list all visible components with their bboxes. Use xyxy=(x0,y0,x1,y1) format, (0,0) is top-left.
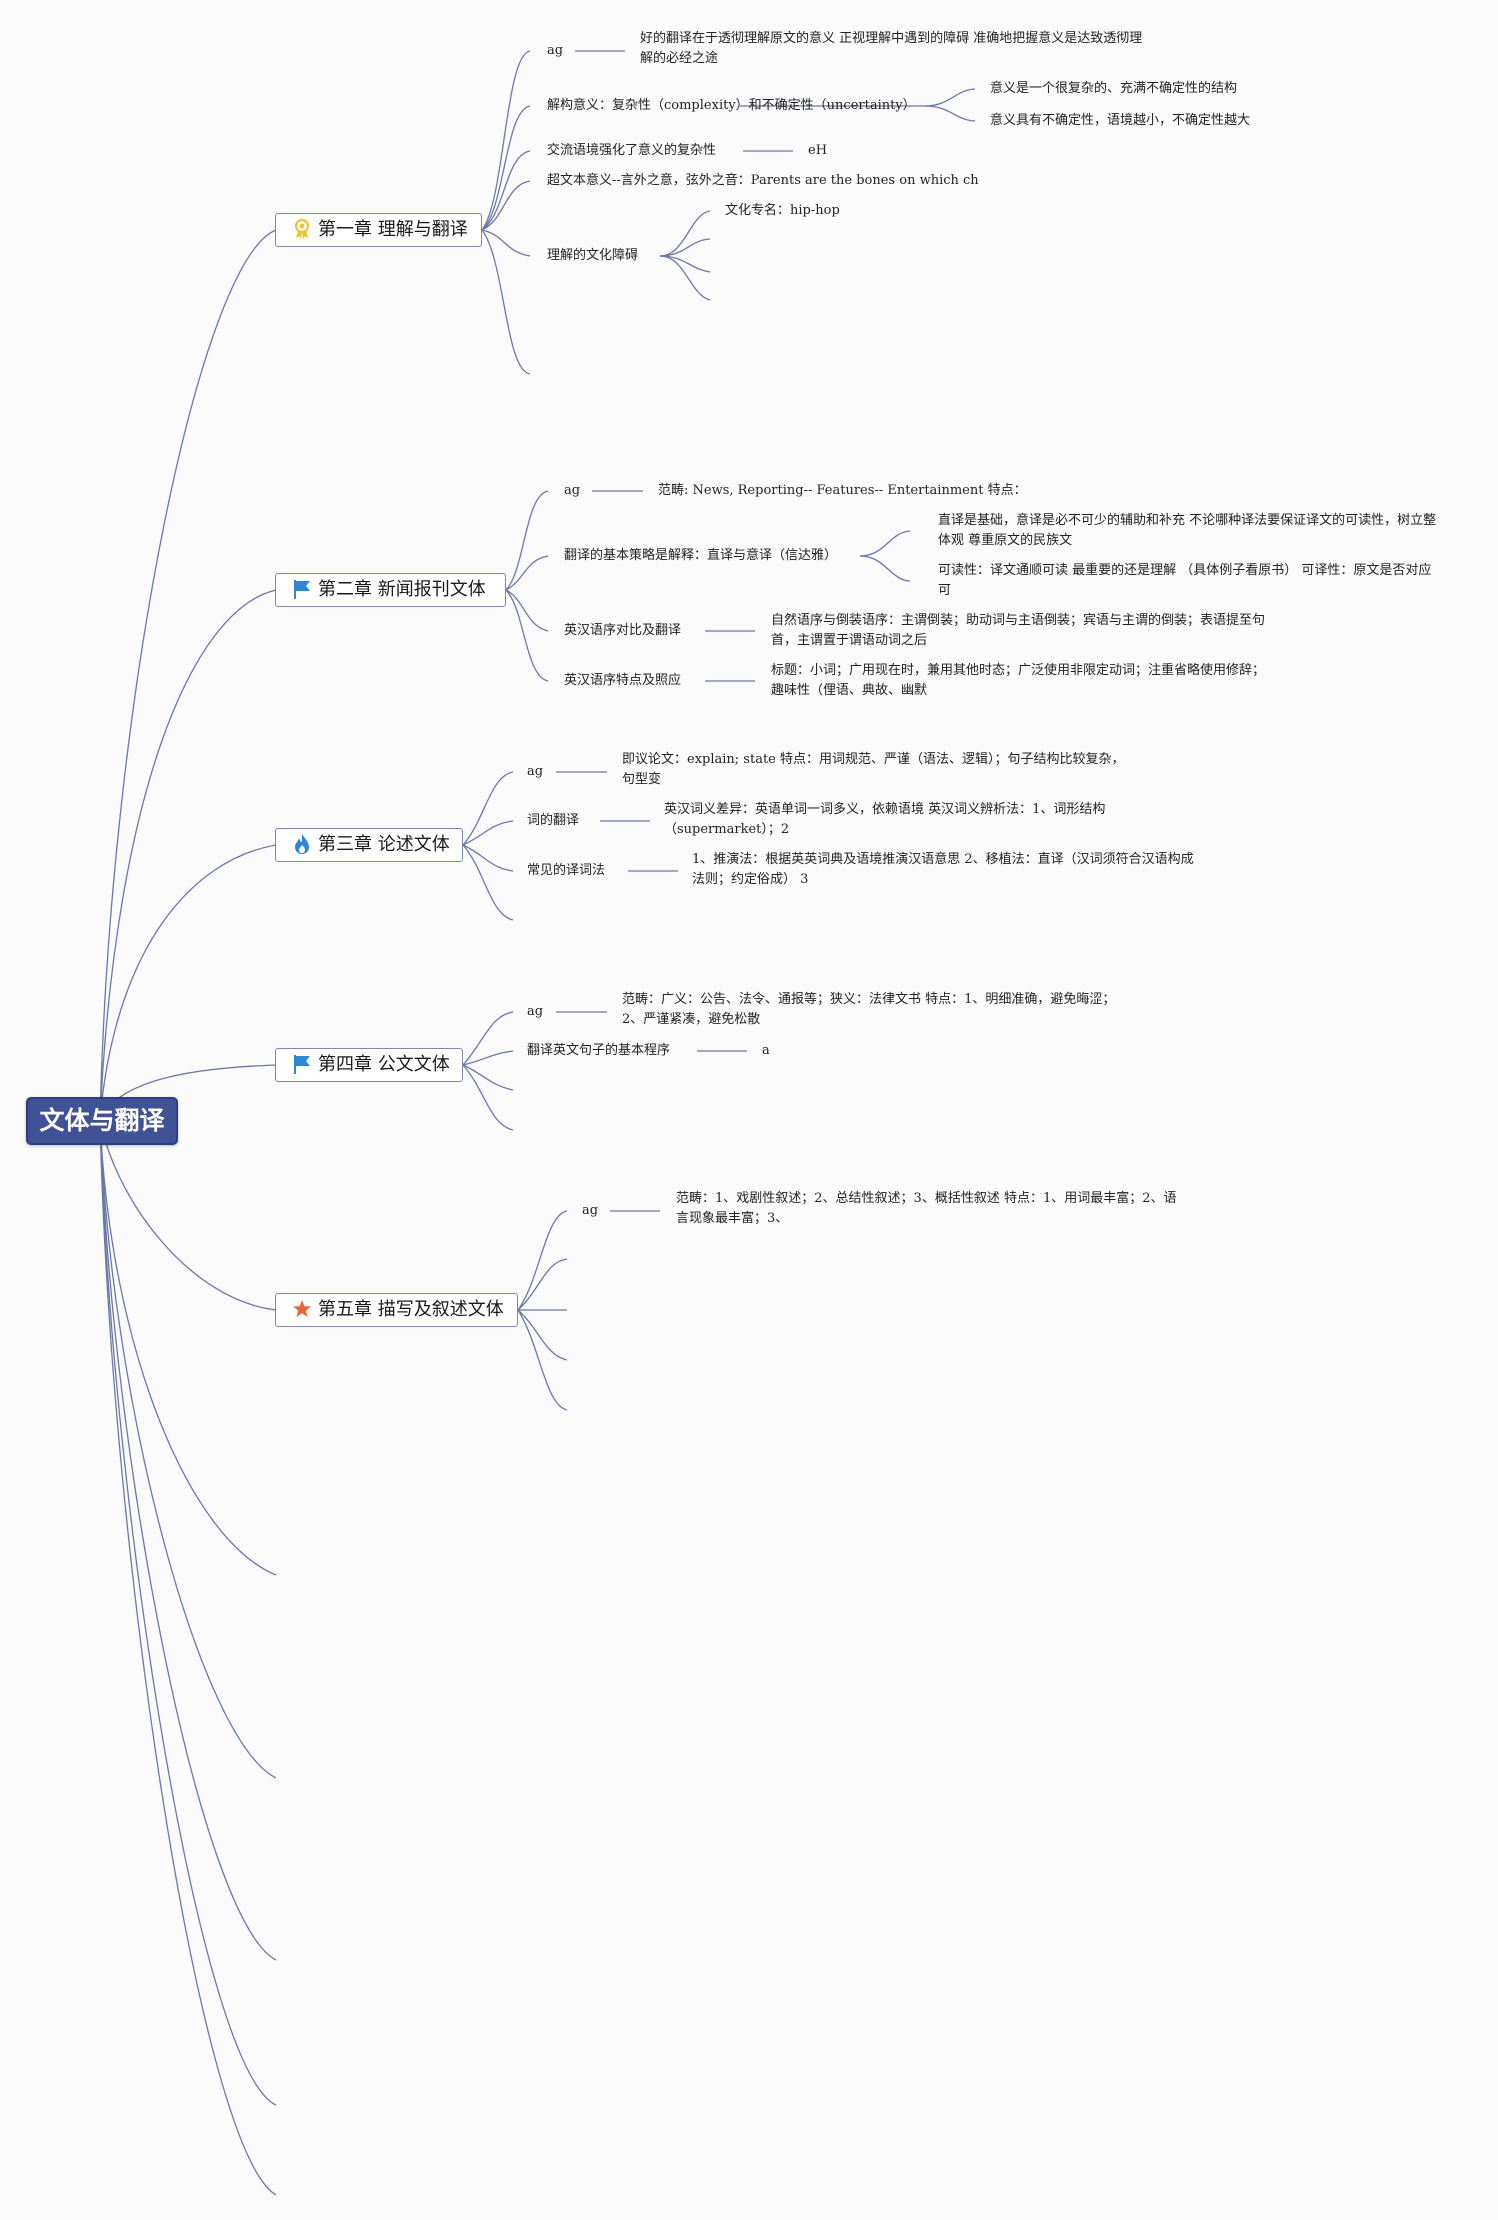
flag-icon xyxy=(292,578,312,600)
ch2-strategy[interactable]: 翻译的基本策略是解释：直译与意译（信达雅） xyxy=(564,548,838,563)
chapter-1-title: 第一章 理解与翻译 xyxy=(318,219,468,240)
ch5-ag[interactable]: ag xyxy=(582,1203,599,1218)
ch1-deconstruct-detail-2[interactable]: 意义具有不确定性，语境越小，不确定性越大 xyxy=(990,113,1251,128)
chapter-4-topic[interactable]: 第四章 公文文体 xyxy=(275,1048,463,1082)
ch2-word-order[interactable]: 英汉语序对比及翻译 xyxy=(564,623,682,638)
ch4-ag-detail[interactable]: 范畴：广义：公告、法令、通报等；狭义：法律文书 特点：1、明细准确，避免晦涩；2… xyxy=(622,992,1116,1027)
ch1-cultural-barrier[interactable]: 理解的文化障碍 xyxy=(547,248,639,263)
ch1-cultural-detail-1[interactable]: 文化专名：hip-hop xyxy=(725,203,840,218)
chapter-4-title: 第四章 公文文体 xyxy=(318,1054,450,1075)
ch3-ag-detail[interactable]: 即议论文：explain; state 特点：用词规范、严谨（语法、逻辑）；句子… xyxy=(622,752,1125,787)
star-icon xyxy=(292,1298,312,1320)
chapter-2-topic[interactable]: 第二章 新闻报刊文体 xyxy=(275,573,506,607)
ch1-hypertext-meaning[interactable]: 超文本意义--言外之意，弦外之音：Parents are the bones o… xyxy=(547,173,979,188)
ch4-procedure-detail[interactable]: a xyxy=(762,1043,770,1058)
ch5-ag-detail[interactable]: 范畴：1、戏剧性叙述；2、总结性叙述；3、概括性叙述 特点：1、用词最丰富；2、… xyxy=(676,1191,1177,1226)
ch2-strategy-detail-2[interactable]: 可读性：译文通顺可读 最重要的还是理解 （具体例子看原书） 可译性：原文是否对应… xyxy=(938,563,1432,598)
ch3-word-translation[interactable]: 词的翻译 xyxy=(527,813,580,828)
ch1-context[interactable]: 交流语境强化了意义的复杂性 xyxy=(547,143,717,158)
award-ribbon-icon xyxy=(292,218,312,240)
ch3-ag[interactable]: ag xyxy=(527,764,544,779)
ch1-context-detail[interactable]: eH xyxy=(808,143,828,158)
chapter-3-topic[interactable]: 第三章 论述文体 xyxy=(275,828,463,862)
chapter-5-topic[interactable]: 第五章 描写及叙述文体 xyxy=(275,1293,518,1327)
ch4-ag[interactable]: ag xyxy=(527,1004,544,1019)
ch1-deconstruct-detail-1[interactable]: 意义是一个很复杂的、充满不确定性的结构 xyxy=(990,81,1238,96)
ch2-ag-detail[interactable]: 范畴: News, Reporting-- Features-- Enterta… xyxy=(658,483,1027,498)
ch4-procedure[interactable]: 翻译英文句子的基本程序 xyxy=(527,1043,671,1058)
chapter-3-title: 第三章 论述文体 xyxy=(318,834,450,855)
ch1-ag-detail[interactable]: 好的翻译在于透彻理解原文的意义 正视理解中遇到的障碍 准确地把握意义是达致透彻理… xyxy=(640,31,1143,66)
ch2-features-detail[interactable]: 标题：小词；广用现在时，兼用其他时态；广泛使用非限定动词；注重省略使用修辞；趣味… xyxy=(771,663,1266,698)
ch1-ag[interactable]: ag xyxy=(547,43,564,58)
ch3-common-methods[interactable]: 常见的译词法 xyxy=(527,863,606,878)
flame-icon xyxy=(292,833,312,855)
ch2-strategy-detail-1[interactable]: 直译是基础，意译是必不可少的辅助和补充 不论哪种译法要保证译文的可读性，树立整体… xyxy=(938,513,1437,548)
ch2-word-order-detail[interactable]: 自然语序与倒装语序：主谓倒装；助动词与主语倒装；宾语与主谓的倒装；表语提至句首，… xyxy=(771,613,1266,648)
root-topic[interactable]: 文体与翻译 xyxy=(26,1097,178,1145)
ch2-ag[interactable]: ag xyxy=(564,483,581,498)
flag-icon xyxy=(292,1053,312,1075)
ch1-deconstruct-meaning[interactable]: 解构意义：复杂性（complexity）和不确定性（uncertainty） xyxy=(547,98,916,113)
ch3-word-translation-detail[interactable]: 英汉词义差异：英语单词一词多义，依赖语境 英汉词义辨析法：1、词形结构（supe… xyxy=(664,802,1106,837)
chapter-1-topic[interactable]: 第一章 理解与翻译 xyxy=(275,213,482,247)
ch2-features[interactable]: 英汉语序特点及照应 xyxy=(564,673,682,688)
chapter-5-title: 第五章 描写及叙述文体 xyxy=(318,1299,504,1320)
chapter-2-title: 第二章 新闻报刊文体 xyxy=(318,579,486,600)
ch3-common-methods-detail[interactable]: 1、推演法：根据英英词典及语境推演汉语意思 2、移植法：直译（汉词须符合汉语构成… xyxy=(692,852,1194,887)
